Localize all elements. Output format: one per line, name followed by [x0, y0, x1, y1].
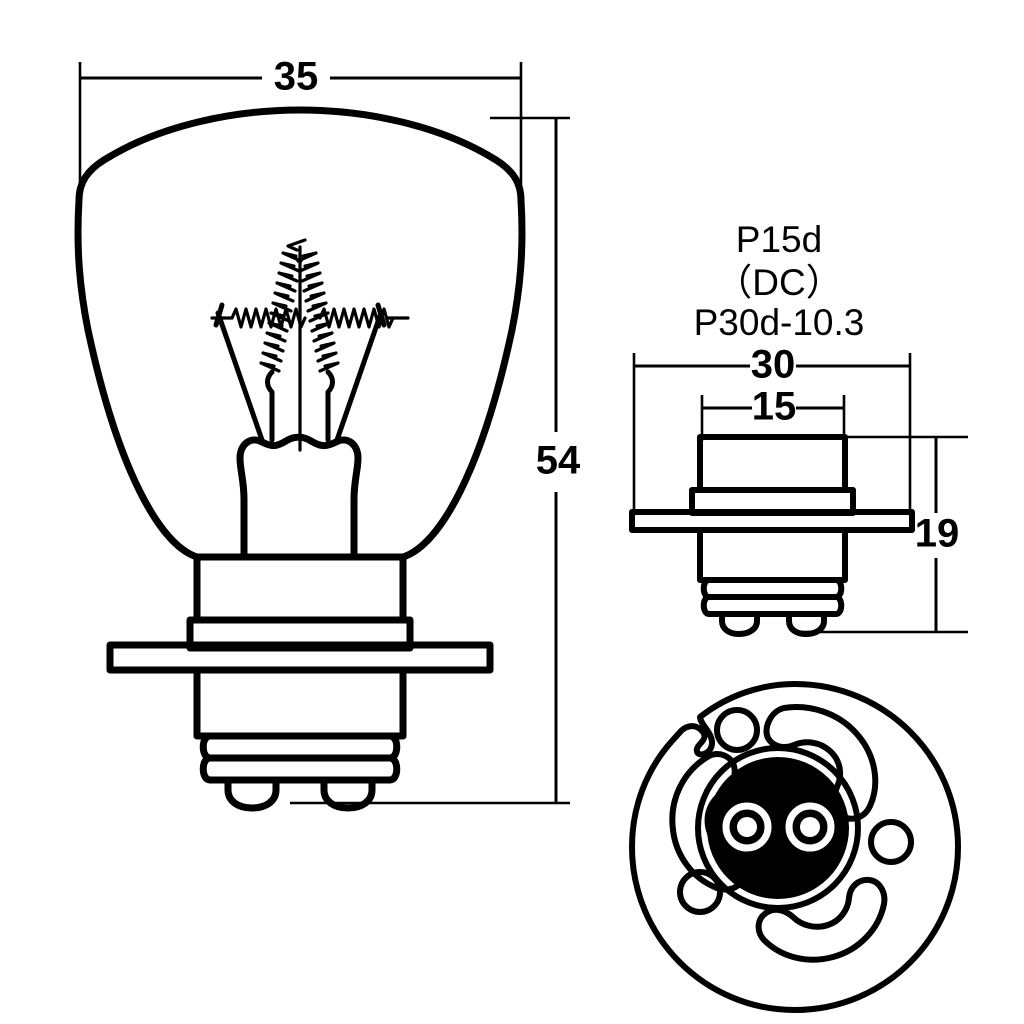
dimension-cap-diameter: 15: [700, 385, 846, 441]
base-lower-cylinder: [697, 527, 848, 583]
bottom-view-outer-rim: [629, 681, 961, 1013]
bottom-view-terminal-left-center: [737, 817, 757, 837]
bottom-view-terminal-right-center: [800, 817, 820, 837]
bottom-view-hole-right: [868, 819, 914, 865]
filament-coil-upper-right: [296, 251, 340, 373]
base-skirt-rib-2: [700, 594, 845, 617]
dim-label-15: 15: [752, 385, 797, 429]
filament-pin-left: [213, 302, 225, 328]
cap-upper-cylinder: [193, 553, 407, 624]
bulb-stem-outline: [236, 433, 362, 561]
bottom-view-terminal-right-ring: [785, 802, 835, 852]
base-side-view: [629, 434, 915, 637]
bottom-view-center-disc: [707, 757, 849, 899]
dim-label-35: 35: [274, 55, 319, 99]
bottom-view-hole-bottom-left: [677, 869, 723, 915]
dimension-bulb-height: 54: [290, 116, 581, 805]
filament-pin-right: [375, 302, 387, 328]
bulb-envelope-outline: [74, 106, 526, 561]
dimension-cap-height: 19: [793, 435, 968, 634]
cap-flange-disc: [106, 641, 494, 674]
base-contact-pin-right: [786, 611, 827, 637]
filament-support-right: [334, 310, 384, 443]
filament-coil-upper-left: [259, 238, 307, 373]
dim-label-54: 54: [536, 439, 581, 483]
cap-skirt-rib-2: [199, 754, 401, 784]
bulb-side-view: [74, 106, 526, 812]
cap-contact-pin-left: [224, 776, 280, 812]
filament-support-left: [215, 310, 265, 443]
dim-label-19: 19: [915, 512, 960, 556]
label-base-code: P30d-10.3: [694, 302, 865, 343]
dimension-flange-diameter: 30: [632, 343, 912, 516]
filament-coil-horizontal: [210, 307, 410, 329]
bottom-view-terminal-left-ring: [722, 802, 772, 852]
dimension-bulb-width: 35: [78, 55, 523, 210]
cap-contact-pin-right: [320, 776, 376, 812]
bottom-view-hole-top: [714, 707, 760, 753]
cap-lower-cylinder: [193, 666, 407, 740]
base-bottom-view: [629, 681, 961, 1013]
dim-label-30: 30: [751, 343, 796, 387]
filament-leg-left: [265, 369, 275, 443]
label-base-current: （DC）: [715, 262, 842, 303]
filament-leg-right: [325, 369, 335, 443]
bottom-view-slot-bottom: [755, 876, 888, 963]
bottom-view-center-ring: [695, 745, 861, 911]
base-flange-disc: [629, 509, 915, 533]
base-upper-cylinder: [697, 434, 848, 493]
base-contact-pin-left: [719, 611, 760, 637]
base-type-labels: P15d （DC） P30d-10.3: [694, 219, 865, 343]
label-base-type: P15d: [736, 219, 822, 260]
